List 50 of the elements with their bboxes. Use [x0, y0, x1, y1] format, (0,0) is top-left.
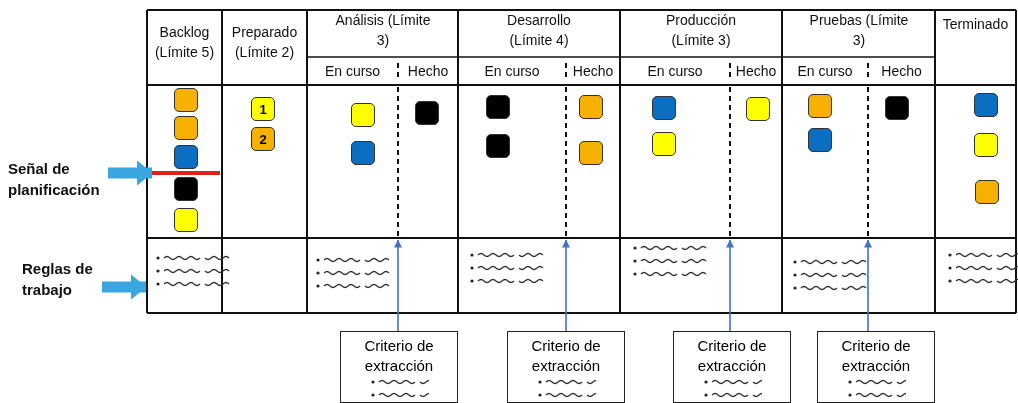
arrow — [726, 239, 734, 332]
task-card — [415, 101, 439, 125]
criteria-box: Criterio de extracción — [507, 331, 625, 403]
column-header: Preparado (Límite 2) — [230, 23, 299, 62]
column-header: Terminado — [941, 15, 1010, 34]
task-card — [652, 96, 676, 120]
column-subheader: Hecho — [571, 62, 615, 81]
task-card — [351, 103, 375, 127]
task-card — [174, 88, 198, 112]
column-subheader: Hecho — [880, 62, 923, 81]
task-card — [174, 177, 198, 201]
task-card — [579, 95, 603, 119]
column-header: Backlog (Límite 5) — [153, 23, 216, 62]
task-card — [808, 94, 832, 118]
arrow — [562, 239, 570, 332]
task-card — [974, 133, 998, 157]
column-subheader: En curso — [323, 62, 382, 81]
column-subheader: En curso — [796, 62, 854, 81]
arrow — [394, 239, 402, 332]
task-card — [174, 116, 198, 140]
side-label: Señal de planificación — [8, 158, 108, 200]
task-card — [486, 134, 510, 158]
column-header: Análisis (Límite 3) — [334, 11, 432, 50]
task-card — [579, 141, 603, 165]
task-card — [351, 141, 375, 165]
column-header: Pruebas (Límite 3) — [809, 11, 909, 50]
column-header: Desarrollo (Límite 4) — [506, 11, 572, 50]
side-label: Reglas de trabajo — [22, 258, 102, 300]
task-card — [808, 128, 832, 152]
numbered-task-card: 1 — [251, 97, 275, 121]
task-card — [975, 180, 999, 204]
column-subheader: Hecho — [734, 62, 778, 81]
block-arrow — [108, 160, 153, 186]
task-card — [486, 95, 510, 119]
task-card — [746, 97, 770, 121]
task-card — [974, 93, 998, 117]
criteria-box: Criterio de extracción — [340, 331, 458, 403]
arrow — [864, 239, 872, 332]
task-card — [174, 208, 198, 232]
column-header: Producción (Límite 3) — [664, 11, 737, 50]
criteria-box: Criterio de extracción — [673, 331, 791, 403]
task-card — [174, 145, 198, 169]
task-card — [652, 132, 676, 156]
task-card — [885, 96, 909, 120]
numbered-task-card: 2 — [251, 127, 275, 151]
block-arrow — [102, 274, 147, 300]
column-subheader: En curso — [483, 62, 541, 81]
column-subheader: Hecho — [406, 62, 450, 81]
criteria-box: Criterio de extracción — [817, 331, 935, 403]
column-subheader: En curso — [646, 62, 704, 81]
